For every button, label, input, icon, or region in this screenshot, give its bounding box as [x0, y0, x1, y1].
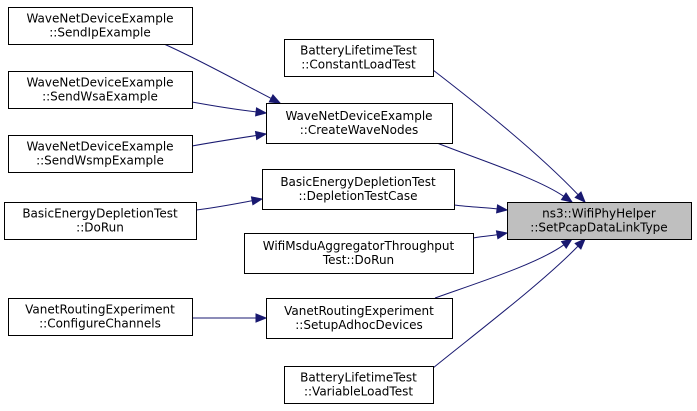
edge-line — [432, 69, 579, 196]
arrow-head-icon — [250, 196, 264, 206]
node-label-line: WifiMsduAggregatorThroughput — [263, 239, 455, 253]
node-box — [8, 7, 193, 45]
edge-line — [453, 204, 498, 210]
edge-vanet-configure-to-vanet-setup — [192, 313, 268, 323]
node-send-wsa[interactable]: WaveNetDeviceExample::SendWsaExample — [8, 71, 193, 109]
arrow-head-icon — [255, 313, 268, 323]
node-box — [284, 39, 434, 77]
node-battery-constant[interactable]: BatteryLifetimeTest::ConstantLoadTest — [284, 39, 434, 77]
edge-send-ip-to-create-wave — [163, 43, 282, 104]
arrow-head-icon — [255, 107, 268, 117]
arrow-head-icon — [574, 238, 586, 250]
node-label-line: BasicEnergyDepletionTest — [280, 175, 436, 189]
edge-battery-variable-to-target — [432, 238, 586, 369]
edge-line — [472, 234, 498, 239]
node-box — [266, 103, 453, 144]
node-label-line: VanetRoutingExperiment — [25, 303, 175, 317]
edge-line — [436, 142, 565, 197]
node-label-line: Test::DoRun — [322, 253, 394, 267]
node-box — [8, 135, 193, 173]
node-label-line: ::SetupAdhocDevices — [295, 318, 422, 332]
node-battery-variable[interactable]: BatteryLifetimeTest::VariableLoadTest — [284, 366, 434, 404]
node-depletion-case[interactable]: BasicEnergyDepletionTest::DepletionTestC… — [262, 169, 455, 210]
node-box — [4, 202, 197, 240]
node-box — [8, 71, 193, 109]
edge-line — [195, 200, 253, 211]
node-label-line: WaveNetDeviceExample — [26, 76, 173, 90]
arrow-head-icon — [560, 238, 574, 249]
node-label-line: WaveNetDeviceExample — [26, 12, 173, 26]
node-label-line: ::DoRun — [76, 221, 124, 235]
edge-send-wsmp-to-create-wave — [191, 130, 268, 147]
node-vanet-configure[interactable]: VanetRoutingExperiment::ConfigureChannel… — [8, 298, 193, 336]
arrow-head-icon — [496, 204, 509, 214]
edge-line — [434, 244, 565, 299]
nodes-layer: WaveNetDeviceExample::SendIpExampleWaveN… — [4, 7, 692, 404]
edge-vanet-setup-to-target — [434, 238, 574, 299]
arrow-head-icon — [268, 93, 282, 104]
node-box — [266, 298, 453, 339]
node-box — [244, 233, 474, 274]
node-send-wsmp[interactable]: WaveNetDeviceExample::SendWsmpExample — [8, 135, 193, 173]
node-target[interactable]: ns3::WifiPhyHelper::SetPcapDataLinkType — [507, 202, 692, 240]
node-label-line: ::SendWsmpExample — [36, 154, 164, 168]
edge-line — [191, 101, 257, 113]
node-box — [262, 169, 455, 210]
arrow-head-icon — [495, 230, 509, 240]
node-box — [507, 202, 692, 240]
edge-send-wsa-to-create-wave — [191, 101, 268, 117]
node-basic-dorun[interactable]: BasicEnergyDepletionTest::DoRun — [4, 202, 197, 240]
arrow-head-icon — [254, 130, 268, 141]
edge-line — [163, 43, 272, 99]
node-label-line: WaveNetDeviceExample — [285, 109, 432, 123]
node-label-line: ::ConfigureChannels — [39, 317, 161, 331]
arrow-head-icon — [560, 192, 574, 203]
edge-create-wave-to-target — [436, 142, 574, 203]
node-box — [284, 366, 434, 404]
node-box — [8, 298, 193, 336]
node-label-line: BatteryLifetimeTest — [300, 371, 417, 385]
edge-line — [432, 245, 579, 369]
edge-line — [191, 135, 257, 147]
node-vanet-setup[interactable]: VanetRoutingExperiment::SetupAdhocDevice… — [266, 298, 453, 339]
edge-depletion-case-to-target — [453, 204, 509, 214]
node-label-line: ::DepletionTestCase — [298, 189, 417, 203]
edges-layer — [163, 43, 586, 369]
node-label-line: ::SetPcapDataLinkType — [530, 221, 667, 235]
node-label-line: WaveNetDeviceExample — [26, 140, 173, 154]
node-label-line: ns3::WifiPhyHelper — [542, 207, 656, 221]
node-label-line: ::CreateWaveNodes — [300, 123, 418, 137]
node-create-wave[interactable]: WaveNetDeviceExample::CreateWaveNodes — [266, 103, 453, 144]
edge-msdu-dorun-to-target — [472, 230, 509, 240]
edge-basic-dorun-to-depletion-case — [195, 196, 264, 211]
node-label-line: ::SendWsaExample — [42, 90, 158, 104]
arrow-head-icon — [574, 191, 586, 203]
node-label-line: BasicEnergyDepletionTest — [22, 207, 178, 221]
node-label-line: VanetRoutingExperiment — [284, 304, 434, 318]
edge-battery-constant-to-target — [432, 69, 586, 203]
node-label-line: ::SendIpExample — [49, 26, 151, 40]
node-send-ip[interactable]: WaveNetDeviceExample::SendIpExample — [8, 7, 193, 45]
node-label-line: ::VariableLoadTest — [304, 385, 413, 399]
node-label-line: BatteryLifetimeTest — [300, 44, 417, 58]
node-label-line: ::ConstantLoadTest — [301, 58, 416, 72]
